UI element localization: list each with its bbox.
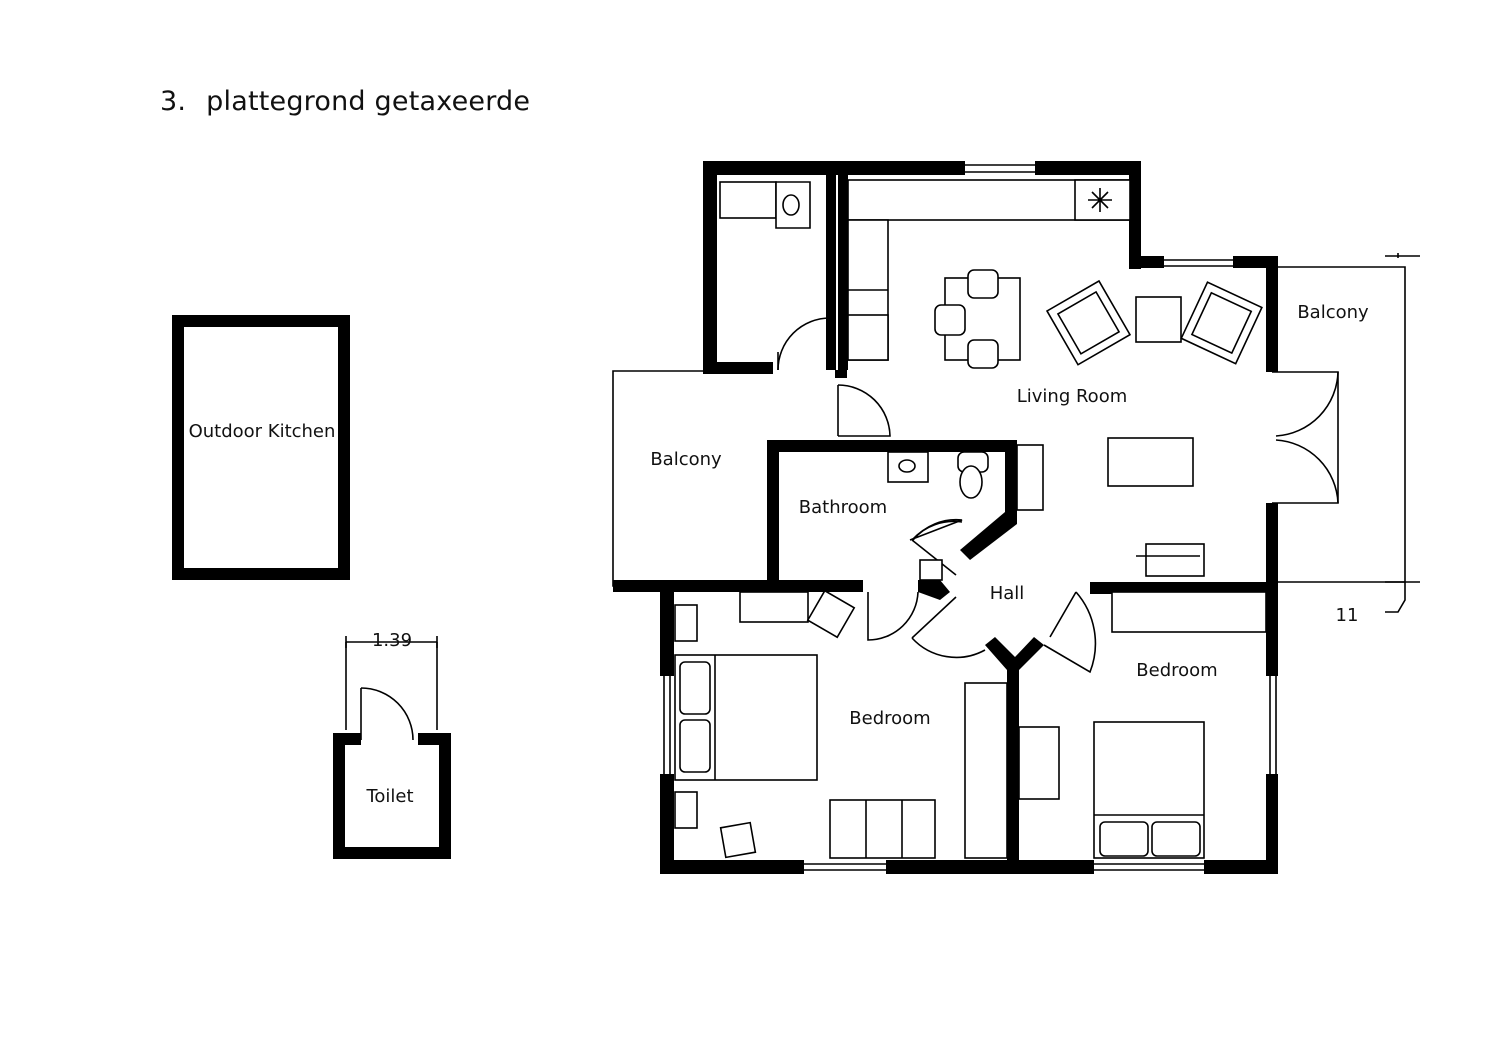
title-text: plattegrond getaxeerde [206, 86, 531, 117]
furniture [674, 179, 1267, 859]
title-number: 3. [160, 86, 187, 117]
label-outdoor-kitchen: Outdoor Kitchen [189, 421, 336, 442]
main-walls [613, 161, 1278, 874]
toilet-structure [333, 636, 451, 859]
page-title: 3. plattegrond getaxeerde [160, 86, 530, 117]
balconies [612, 253, 1420, 613]
label-bedroom-right: Bedroom [1136, 660, 1217, 681]
label-toilet: Toilet [365, 786, 413, 807]
label-bedroom-left: Bedroom [849, 708, 930, 729]
label-balcony-right: Balcony [1297, 302, 1369, 323]
label-hall: Hall [990, 583, 1025, 604]
outdoor-kitchen-structure [172, 315, 350, 580]
doors [777, 317, 1339, 674]
label-bathroom: Bathroom [799, 497, 887, 518]
label-living-room: Living Room [1017, 386, 1128, 407]
label-toilet-width: 1.39 [372, 630, 412, 651]
label-balcony-left: Balcony [650, 449, 722, 470]
label-balcony-mark: 11 [1336, 605, 1359, 626]
